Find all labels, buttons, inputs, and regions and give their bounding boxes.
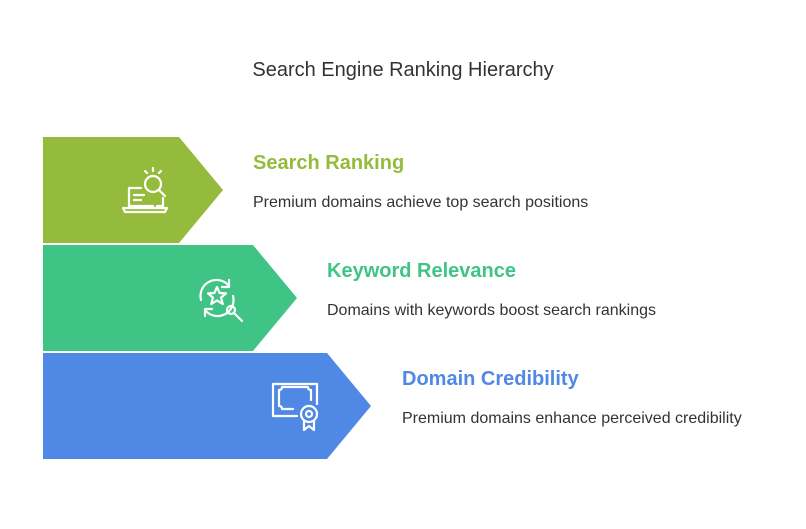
- certificate-icon: [271, 382, 319, 432]
- step-heading: Search Ranking: [253, 152, 405, 174]
- arrow-shape: [43, 137, 223, 243]
- step-description: Domains with keywords boost search ranki…: [327, 302, 657, 319]
- arrow-shape: [43, 353, 371, 459]
- star-search-icon: [199, 278, 244, 323]
- step-heading: Domain Credibility: [402, 368, 579, 390]
- laptop-search-icon: [121, 166, 169, 214]
- arrow-shape: [43, 245, 297, 351]
- step-keyword-relevance: [43, 245, 297, 351]
- step-description: Premium domains achieve top search posit…: [253, 194, 589, 211]
- step-search-ranking: [43, 137, 223, 243]
- diagram-title: Search Engine Ranking Hierarchy: [252, 59, 554, 81]
- step-description: Premium domains enhance perceived credib…: [402, 410, 742, 427]
- step-heading: Keyword Relevance: [327, 260, 516, 282]
- step-domain-credibility: [43, 353, 371, 459]
